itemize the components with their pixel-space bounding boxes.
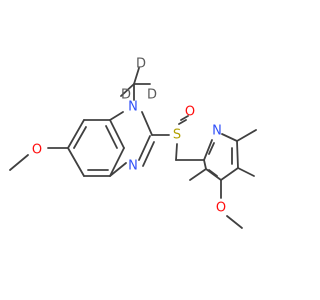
sulfur-label: S [173, 128, 181, 143]
methoxy-oxygen-pyridine-label: O [216, 201, 226, 216]
n1-label: N [128, 100, 138, 115]
deuterium-3-label: D [147, 88, 157, 103]
deuterium-1-label: D [136, 57, 146, 72]
molecular-structure: N N S O O N O D D D [9, 57, 257, 229]
methoxy-oxygen-left-label: O [32, 143, 42, 158]
sulfinyl-linker [151, 115, 205, 161]
n3-label: N [128, 159, 138, 174]
sulfoxide-oxygen-label: O [185, 105, 195, 120]
imidazole-ring [109, 111, 155, 177]
benzene-ring [67, 119, 125, 177]
n-methyl-d3-group [120, 67, 151, 101]
pyridine-substituents [189, 129, 257, 229]
pyridine-ring [203, 133, 239, 181]
benzene-methoxy-group [9, 147, 69, 171]
deuterium-2-label: D [121, 88, 131, 103]
pyridine-nitrogen-label: N [212, 124, 222, 139]
